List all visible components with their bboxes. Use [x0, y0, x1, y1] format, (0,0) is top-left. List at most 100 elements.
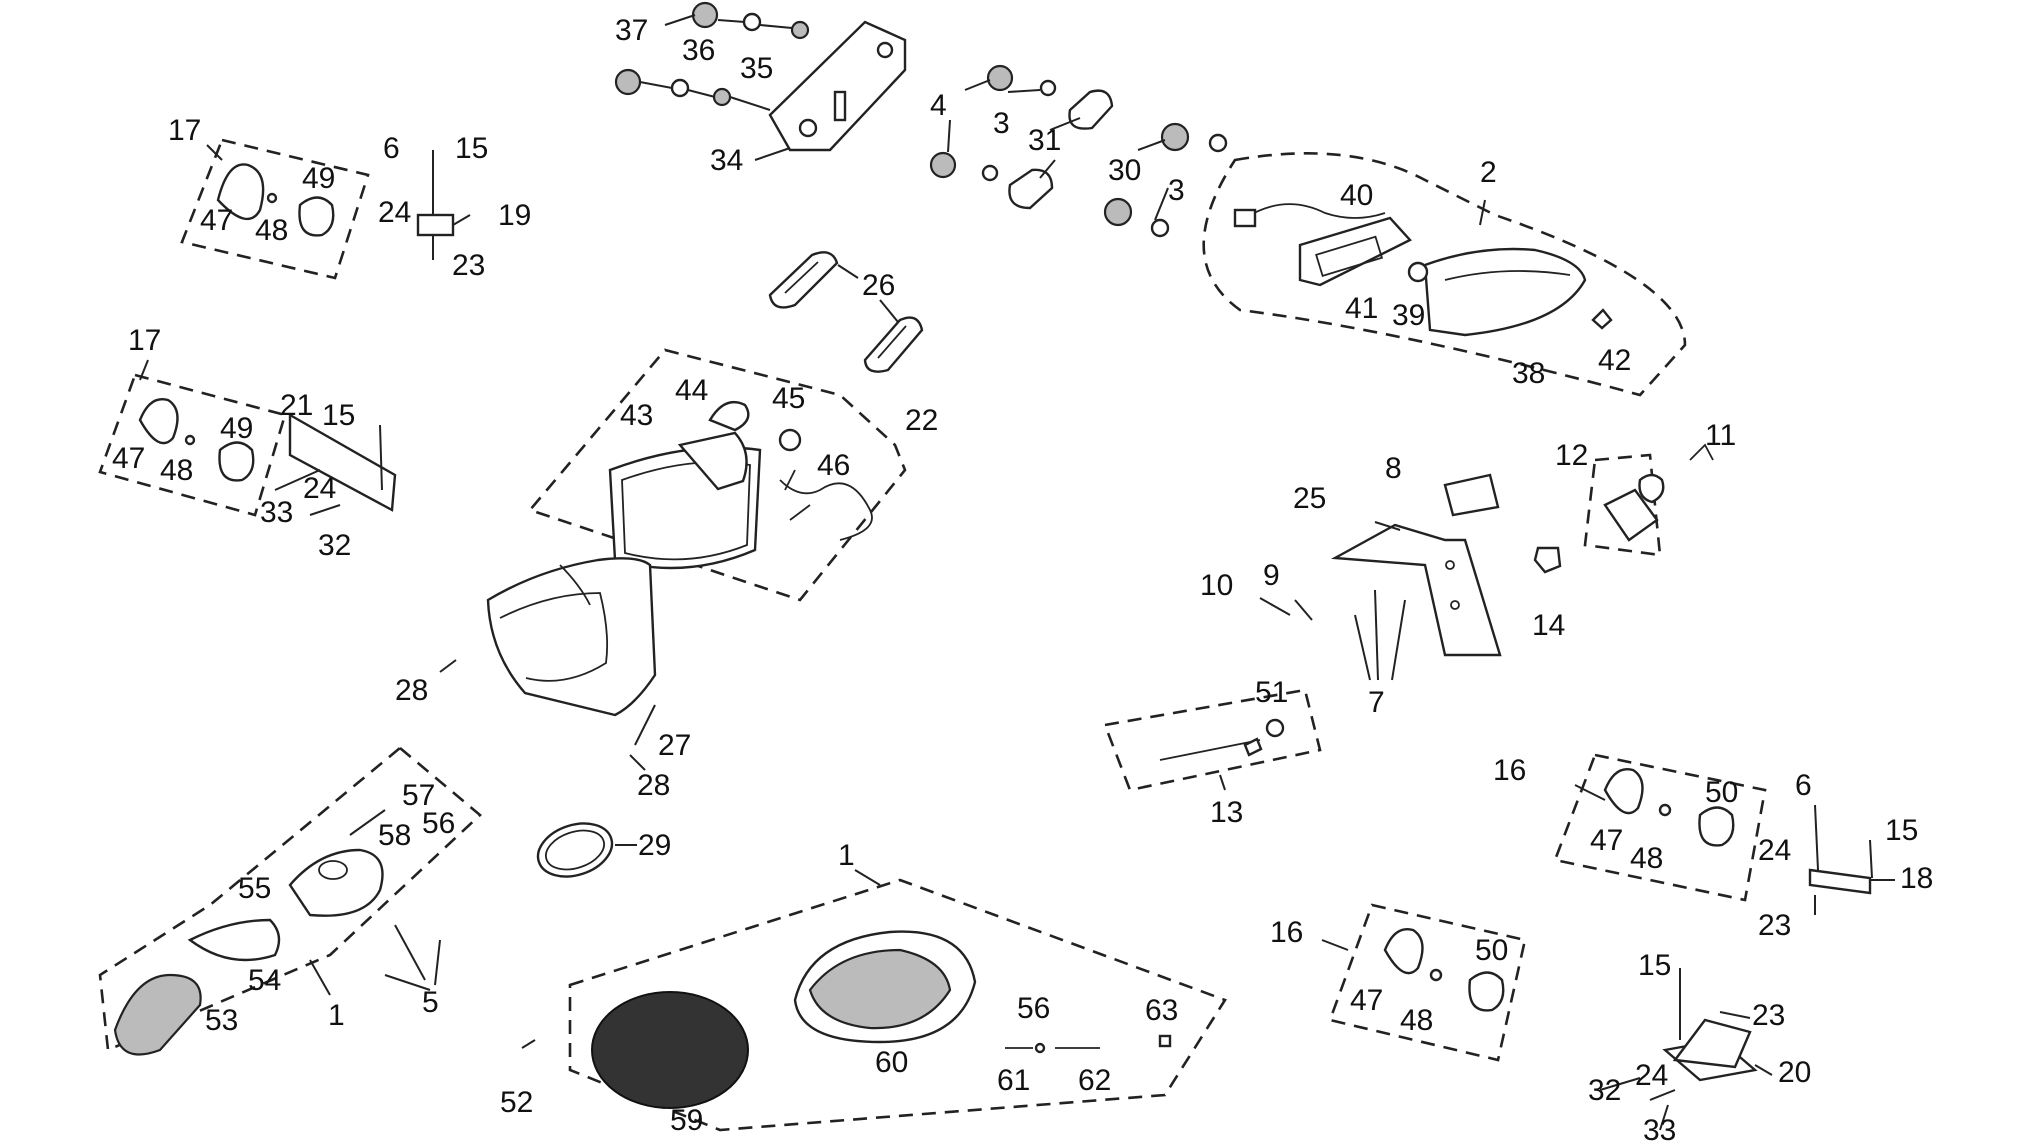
callout-61: 61 [997, 1064, 1030, 1097]
callout-46: 46 [817, 449, 850, 482]
rear-signal-group-16-lower [1321, 903, 1527, 1062]
front-headlight-group-1 [521, 869, 1227, 1132]
callout-60: 60 [875, 1046, 908, 1079]
rear-signal-group-16-upper [1553, 753, 1895, 915]
callout-16b: 16 [1270, 916, 1303, 949]
cable-group-13 [1103, 688, 1322, 792]
callout-30: 30 [1108, 154, 1141, 187]
callout-26: 26 [862, 269, 895, 302]
callout-11: 11 [1705, 419, 1736, 452]
callout-22: 22 [905, 404, 938, 437]
callout-48b: 48 [160, 454, 193, 487]
callout-16a: 16 [1493, 754, 1526, 787]
callout-47b: 47 [112, 442, 145, 475]
callout-29: 29 [638, 829, 671, 862]
callout-47c: 47 [1590, 824, 1623, 857]
callout-17b: 17 [128, 324, 161, 357]
callout-42: 42 [1598, 344, 1631, 377]
callout-12: 12 [1555, 439, 1588, 472]
callout-63: 63 [1145, 994, 1178, 1027]
callout-44: 44 [675, 374, 708, 407]
callout-19: 19 [498, 199, 531, 232]
callout-15d: 15 [1638, 949, 1671, 982]
callout-21: 21 [280, 389, 313, 422]
callout-58: 58 [378, 819, 411, 852]
callout-27: 27 [658, 729, 691, 762]
callout-43: 43 [620, 399, 653, 432]
callout-labels: 37 36 35 34 4 3 31 30 3 2 40 41 39 38 42… [112, 14, 1933, 1143]
callout-31: 31 [1028, 124, 1061, 157]
callout-1a: 1 [328, 999, 345, 1032]
callout-39: 39 [1392, 299, 1425, 332]
callout-28b: 28 [637, 769, 670, 802]
callout-18: 18 [1900, 862, 1933, 895]
callout-54: 54 [248, 964, 281, 997]
ring-29 [536, 822, 637, 878]
callout-34: 34 [710, 144, 743, 177]
callout-15c: 15 [1885, 814, 1918, 847]
callout-56a: 56 [422, 807, 455, 840]
callout-28a: 28 [395, 674, 428, 707]
callout-52: 52 [500, 1086, 533, 1119]
turn-signal-group-upper-left [180, 138, 471, 280]
callout-57: 57 [402, 779, 435, 812]
grommets-26 [768, 251, 924, 373]
front-signal-group-1-left [98, 746, 482, 1056]
callout-49a: 49 [302, 162, 335, 195]
callout-23a: 23 [452, 249, 485, 282]
callout-24a: 24 [378, 196, 411, 229]
callout-51: 51 [1255, 676, 1288, 709]
callout-48c: 48 [1630, 842, 1663, 875]
callout-47a: 47 [200, 204, 233, 237]
callout-33a: 33 [260, 496, 293, 529]
callout-48a: 48 [255, 214, 288, 247]
callout-17a: 17 [168, 114, 201, 147]
callout-23c: 23 [1752, 999, 1785, 1032]
callout-24d: 24 [1635, 1059, 1668, 1092]
callout-49b: 49 [220, 412, 253, 445]
callout-32a: 32 [318, 529, 351, 562]
bracket-20 [1599, 968, 1773, 1131]
callout-25: 25 [1293, 482, 1326, 515]
callout-59: 59 [670, 1104, 703, 1137]
reflector-group-12 [1583, 443, 1714, 557]
callout-6b: 6 [1795, 769, 1812, 802]
callout-24b: 24 [303, 472, 336, 505]
headlight-housing-27 [439, 557, 657, 771]
turn-signal-group-lower-left [98, 359, 397, 517]
callout-48d: 48 [1400, 1004, 1433, 1037]
callout-7: 7 [1368, 686, 1385, 719]
license-bracket-25 [1259, 473, 1562, 681]
callout-6a: 6 [383, 132, 400, 165]
callout-37: 37 [615, 14, 648, 47]
callout-5: 5 [422, 986, 439, 1019]
callout-55: 55 [238, 872, 271, 905]
callout-33b: 33 [1643, 1114, 1676, 1143]
callout-15b: 15 [322, 399, 355, 432]
callout-3b: 3 [1168, 174, 1185, 207]
callout-23b: 23 [1758, 909, 1791, 942]
callout-9: 9 [1263, 559, 1280, 592]
callout-50a: 50 [1705, 776, 1738, 809]
callout-53: 53 [205, 1004, 238, 1037]
callout-35: 35 [740, 52, 773, 85]
callout-40: 40 [1340, 179, 1373, 212]
callout-15a: 15 [455, 132, 488, 165]
callout-38: 38 [1512, 357, 1545, 390]
callout-4: 4 [930, 89, 947, 122]
callout-10: 10 [1200, 569, 1233, 602]
callout-14: 14 [1532, 609, 1565, 642]
callout-36: 36 [682, 34, 715, 67]
callout-32b: 32 [1588, 1074, 1621, 1107]
callout-50b: 50 [1475, 934, 1508, 967]
callout-2: 2 [1480, 156, 1497, 189]
callout-13: 13 [1210, 796, 1243, 829]
callout-1b: 1 [838, 839, 855, 872]
callout-3a: 3 [993, 107, 1010, 140]
bracket-34-group [614, 1, 907, 161]
callout-24c: 24 [1758, 834, 1791, 867]
callout-62: 62 [1078, 1064, 1111, 1097]
callout-8: 8 [1385, 452, 1402, 485]
headlight-unit-22 [527, 348, 907, 602]
